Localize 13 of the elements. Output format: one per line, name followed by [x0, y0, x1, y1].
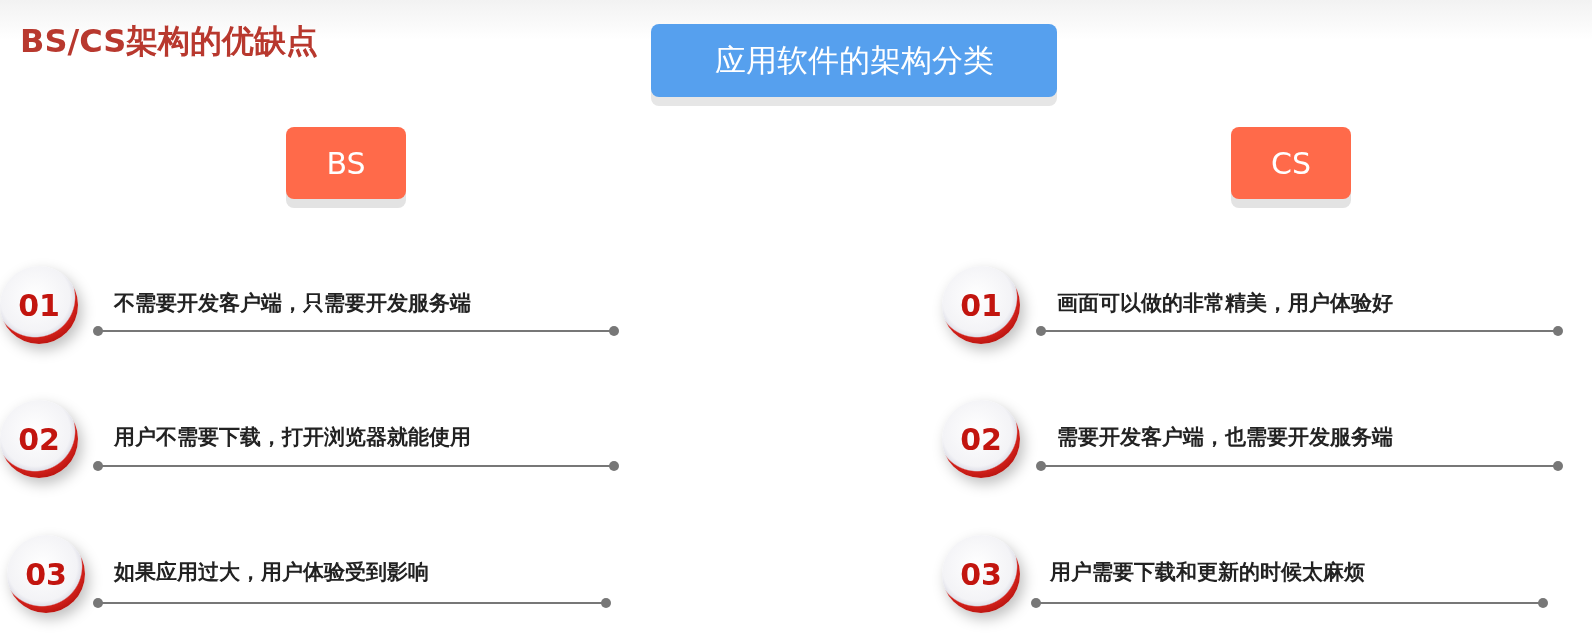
number-circle: 03	[7, 535, 85, 613]
number-circle: 03	[942, 535, 1020, 613]
item-text: 不需要开发客户端，只需要开发服务端	[114, 290, 471, 317]
page-title: BS/CS架构的优缺点	[20, 21, 319, 62]
item-text: 如果应用过大，用户体验受到影响	[114, 559, 429, 586]
item-text: 用户不需要下载，打开浏览器就能使用	[114, 424, 471, 451]
item-text: 画面可以做的非常精美，用户体验好	[1057, 290, 1393, 317]
number-circle: 01	[942, 266, 1020, 344]
number-circle: 02	[0, 400, 78, 478]
number-circle: 02	[942, 400, 1020, 478]
item-text: 用户需要下载和更新的时候太麻烦	[1050, 559, 1365, 586]
item-text: 需要开发客户端，也需要开发服务端	[1057, 424, 1393, 451]
number-circle: 01	[0, 266, 78, 344]
